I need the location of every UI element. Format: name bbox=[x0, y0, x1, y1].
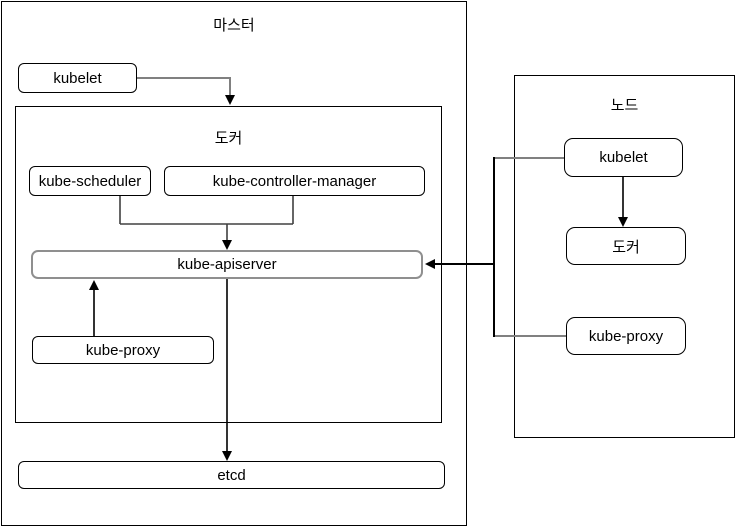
kube-scheduler-label: kube-scheduler bbox=[38, 172, 142, 190]
master-docker-title: 도커 bbox=[214, 130, 243, 147]
node-kube-proxy-label: kube-proxy bbox=[588, 327, 664, 345]
etcd-label: etcd bbox=[217, 466, 246, 484]
master-kube-proxy-box: kube-proxy bbox=[32, 336, 214, 364]
kube-controller-manager-label: kube-controller-manager bbox=[212, 172, 377, 190]
node-docker-box: 도커 bbox=[566, 227, 686, 265]
node-kubelet-box: kubelet bbox=[564, 138, 683, 177]
kube-scheduler-box: kube-scheduler bbox=[29, 166, 151, 196]
node-kube-proxy-box: kube-proxy bbox=[566, 317, 686, 355]
node-kubelet-label: kubelet bbox=[599, 149, 648, 166]
kube-apiserver-box: kube-apiserver bbox=[31, 250, 423, 279]
master-kube-proxy-label: kube-proxy bbox=[85, 341, 161, 359]
kube-apiserver-label: kube-apiserver bbox=[177, 256, 277, 273]
etcd-box: etcd bbox=[18, 461, 445, 489]
kube-controller-manager-box: kube-controller-manager bbox=[164, 166, 425, 196]
node-title: 노드 bbox=[610, 97, 639, 114]
master-kubelet-box: kubelet bbox=[18, 63, 137, 93]
master-kubelet-label: kubelet bbox=[53, 69, 102, 87]
master-title: 마스터 bbox=[213, 17, 255, 34]
node-docker-label: 도커 bbox=[612, 238, 640, 256]
